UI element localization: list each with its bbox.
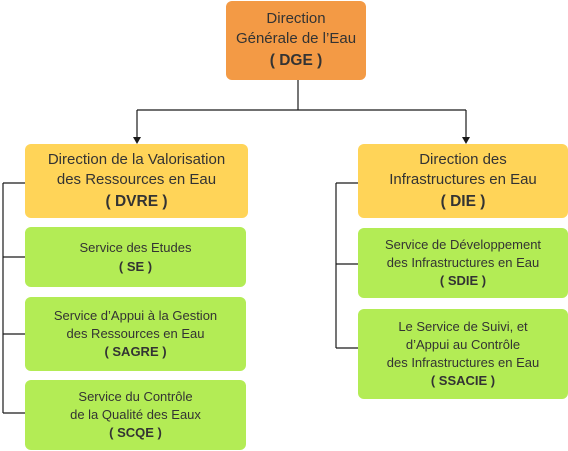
dge-line-1: Direction bbox=[266, 10, 326, 28]
ssacie-line-1: Le Service de Suivi, et bbox=[398, 319, 528, 335]
scqe-abbr: ( SCQE ) bbox=[109, 425, 162, 441]
die-line-2: Infrastructures en Eau bbox=[389, 170, 537, 188]
scqe-line-2: de la Qualité des Eaux bbox=[70, 406, 201, 422]
sdie-line-2: des Infrastructures en Eau bbox=[386, 254, 540, 270]
dge-abbr: ( DGE ) bbox=[269, 52, 323, 70]
ssacie-line-2: d’Appui au Contrôle bbox=[405, 336, 521, 352]
dvre-line-1: Direction de la Valorisation bbox=[47, 150, 226, 168]
sagre-abbr: ( SAGRE ) bbox=[104, 344, 167, 360]
ssacie-abbr: ( SSACIE ) bbox=[430, 373, 496, 389]
ssacie-box: Le Service de Suivi, et d’Appui au Contr… bbox=[358, 309, 568, 399]
sdie-box: Service de Développement des Infrastruct… bbox=[358, 228, 568, 298]
se-abbr: ( SE ) bbox=[118, 258, 153, 274]
dvre-line-2: des Ressources en Eau bbox=[56, 170, 217, 188]
se-box: Service des Etudes ( SE ) bbox=[25, 227, 246, 287]
scqe-box: Service du Contrôle de la Qualité des Ea… bbox=[25, 380, 246, 450]
sdie-line-1: Service de Développement bbox=[384, 236, 542, 252]
die-line-1: Direction des bbox=[419, 150, 507, 168]
dge-box: Direction Générale de l’Eau ( DGE ) bbox=[226, 1, 366, 80]
die-box: Direction des Infrastructures en Eau ( D… bbox=[358, 144, 568, 218]
die-abbr: ( DIE ) bbox=[440, 192, 486, 210]
ssacie-line-3: des Infrastructures en Eau bbox=[386, 354, 540, 370]
sagre-box: Service d’Appui à la Gestion des Ressour… bbox=[25, 297, 246, 371]
dvre-abbr: ( DVRE ) bbox=[105, 192, 168, 210]
dvre-box: Direction de la Valorisation des Ressour… bbox=[25, 144, 248, 218]
sagre-line-1: Service d’Appui à la Gestion bbox=[53, 307, 218, 323]
sagre-line-2: des Ressources en Eau bbox=[66, 325, 205, 341]
sdie-abbr: ( SDIE ) bbox=[439, 273, 487, 289]
dge-line-2: Générale de l’Eau bbox=[235, 30, 357, 48]
scqe-line-1: Service du Contrôle bbox=[78, 388, 193, 404]
se-line-1: Service des Etudes bbox=[79, 239, 192, 255]
